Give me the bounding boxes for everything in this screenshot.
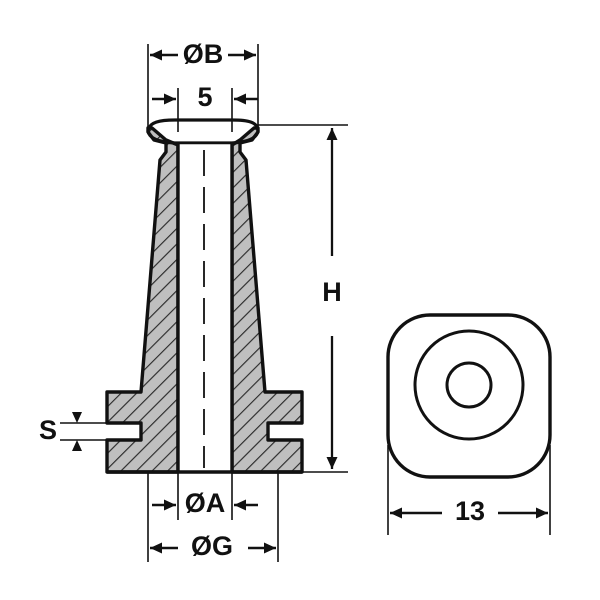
- dimension-diameter-a: ØA: [152, 488, 258, 518]
- section-view-group: ØB 5 H S ØA ØG: [39, 39, 348, 562]
- dim-s-arrow-bottom: [72, 440, 82, 451]
- top-rim-profile: [146, 118, 260, 145]
- bore-channel: [179, 143, 231, 472]
- dim-label-diameter-b: ØB: [183, 39, 224, 69]
- dimension-width-5: 5: [152, 82, 258, 112]
- section-body-right: [230, 126, 304, 474]
- dim-label-width-5: 5: [197, 82, 212, 112]
- dimension-thickness-s: S: [39, 412, 82, 451]
- top-view-group: 13: [386, 313, 552, 535]
- inner-circle: [445, 361, 493, 409]
- dimension-diameter-g: ØG: [150, 531, 276, 561]
- dimension-width-13: 13: [390, 496, 548, 526]
- extension-lines: [60, 44, 348, 562]
- dim-label-diameter-g: ØG: [191, 531, 233, 561]
- dim-s-arrow-top: [72, 412, 82, 423]
- dim-label-height-h: H: [322, 277, 342, 307]
- dim-label-thickness-s: S: [39, 415, 57, 445]
- dim-label-width-13: 13: [455, 496, 485, 526]
- dimension-diameter-b: ØB: [150, 39, 256, 69]
- dim-label-diameter-a: ØA: [185, 488, 226, 518]
- section-body-left: [105, 126, 180, 474]
- dimension-height-h: H: [322, 128, 342, 469]
